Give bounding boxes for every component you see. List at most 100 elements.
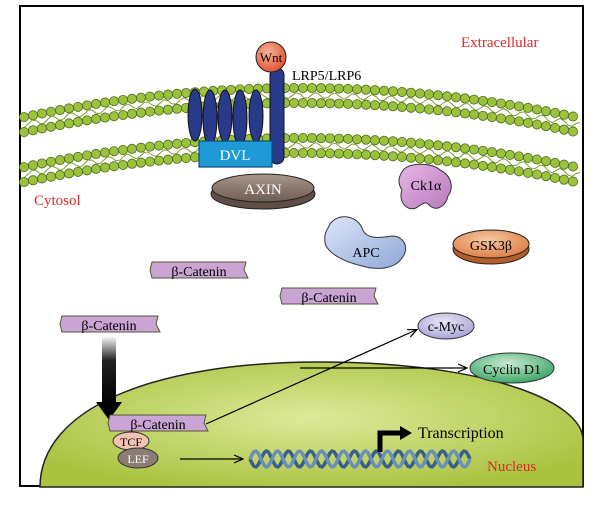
membrane-bead xyxy=(441,91,452,102)
membrane-bead xyxy=(405,87,416,98)
membrane-bead xyxy=(306,133,317,144)
dvl-protein: DVL xyxy=(198,140,273,168)
tcf-label: TCF xyxy=(120,435,142,449)
membrane-bead xyxy=(118,94,129,105)
membrane-bead xyxy=(432,155,443,166)
membrane-bead xyxy=(423,89,434,100)
membrane-lipid-tails xyxy=(23,92,581,128)
membrane-bead xyxy=(243,83,254,94)
membrane-bead xyxy=(91,113,102,124)
beta-catenin-3: β-Catenin xyxy=(59,315,161,334)
membrane-bead xyxy=(477,110,488,121)
membrane-bead xyxy=(73,116,84,127)
transcription-label: Transcription xyxy=(418,425,504,442)
membrane-bead xyxy=(450,92,461,103)
membrane-bead xyxy=(82,150,93,161)
membrane-bead xyxy=(46,156,57,167)
membrane-bead xyxy=(568,126,579,137)
membrane-bead xyxy=(127,93,138,104)
membrane-bead xyxy=(180,137,191,148)
lef-protein: LEF xyxy=(117,447,159,469)
membrane-bead xyxy=(514,166,525,177)
membrane-bead xyxy=(297,148,308,159)
membrane-bead xyxy=(523,167,534,178)
membrane-bead xyxy=(37,108,48,119)
transcription-start-arrow xyxy=(377,426,412,452)
membrane-bead xyxy=(135,142,146,153)
membrane-bead xyxy=(91,163,102,174)
membrane-bead xyxy=(306,98,317,109)
membrane-bead xyxy=(18,112,29,123)
membrane-bead xyxy=(342,98,353,109)
membrane-bead xyxy=(153,105,164,116)
membrane-bead xyxy=(378,150,389,161)
membrane-bead xyxy=(153,140,164,151)
membrane-bead xyxy=(432,105,443,116)
membrane-bead xyxy=(541,121,552,132)
membrane-bead xyxy=(118,109,129,120)
beta-catenin-label: β-Catenin xyxy=(130,418,185,433)
membrane-bead xyxy=(432,140,443,151)
membrane-bead xyxy=(532,169,543,180)
membrane-bead xyxy=(127,108,138,119)
beta-catenin-nuclear: β-Catenin xyxy=(107,414,209,433)
membrane-bead xyxy=(477,95,488,106)
membrane-bead xyxy=(541,171,552,182)
membrane-bead xyxy=(64,118,75,129)
membrane-bead xyxy=(369,100,380,111)
membrane-bead xyxy=(514,151,525,162)
membrane-bead xyxy=(315,148,326,159)
membrane-bead xyxy=(324,148,335,159)
membrane-bead xyxy=(414,103,425,114)
membrane-bead xyxy=(324,98,335,109)
membrane-bead xyxy=(459,108,470,119)
cyclin-d1-label: Cyclin D1 xyxy=(483,363,541,378)
membrane-bead xyxy=(550,107,561,118)
beta-catenin-1: β-Catenin xyxy=(149,261,249,280)
dvl-label: DVL xyxy=(220,148,251,164)
receptor-label: LRP5/LRP6 xyxy=(292,69,361,84)
membrane-bead xyxy=(100,97,111,108)
membrane-bead xyxy=(135,92,146,103)
membrane-bead xyxy=(450,157,461,168)
membrane-bead xyxy=(135,107,146,118)
membrane-bead xyxy=(423,139,434,150)
membrane-bead xyxy=(144,91,155,102)
membrane-bead xyxy=(18,162,29,173)
membrane-bead xyxy=(450,107,461,118)
ck1a-label: Ck1α xyxy=(411,179,442,194)
membrane-bead xyxy=(405,102,416,113)
membrane-bead xyxy=(82,100,93,111)
membrane-bead xyxy=(414,138,425,149)
gsk3b-label: GSK3β xyxy=(470,239,512,254)
membrane-bead xyxy=(396,101,407,112)
membrane-bead xyxy=(541,106,552,117)
membrane-bead xyxy=(306,83,317,94)
membrane-bead xyxy=(342,133,353,144)
membrane-bead xyxy=(360,134,371,145)
membrane-bead xyxy=(369,150,380,161)
axin-protein: AXIN xyxy=(210,173,316,210)
membrane-bead xyxy=(27,160,38,171)
membrane-bead xyxy=(153,90,164,101)
membrane-bead xyxy=(333,83,344,94)
membrane-bead xyxy=(432,90,443,101)
membrane-bead xyxy=(91,98,102,109)
membrane-bead xyxy=(27,175,38,186)
membrane-bead xyxy=(46,121,57,132)
membrane-bead xyxy=(73,151,84,162)
membrane-bead xyxy=(559,124,570,135)
arrow-to-c-myc xyxy=(205,330,416,425)
membrane-bead xyxy=(459,93,470,104)
membrane-bead xyxy=(180,152,191,163)
membrane-bead xyxy=(46,106,57,117)
beta-catenin-label: β-Catenin xyxy=(171,265,226,280)
ck1a-protein: Ck1α xyxy=(398,163,452,210)
wnt-ligand: Wnt xyxy=(255,41,287,73)
apc-label: APC xyxy=(352,246,379,261)
beta-catenin-label: β-Catenin xyxy=(301,291,356,306)
dna-helix xyxy=(248,449,472,469)
membrane-bead xyxy=(82,165,93,176)
membrane-bead xyxy=(324,133,335,144)
membrane-bead xyxy=(550,122,561,133)
